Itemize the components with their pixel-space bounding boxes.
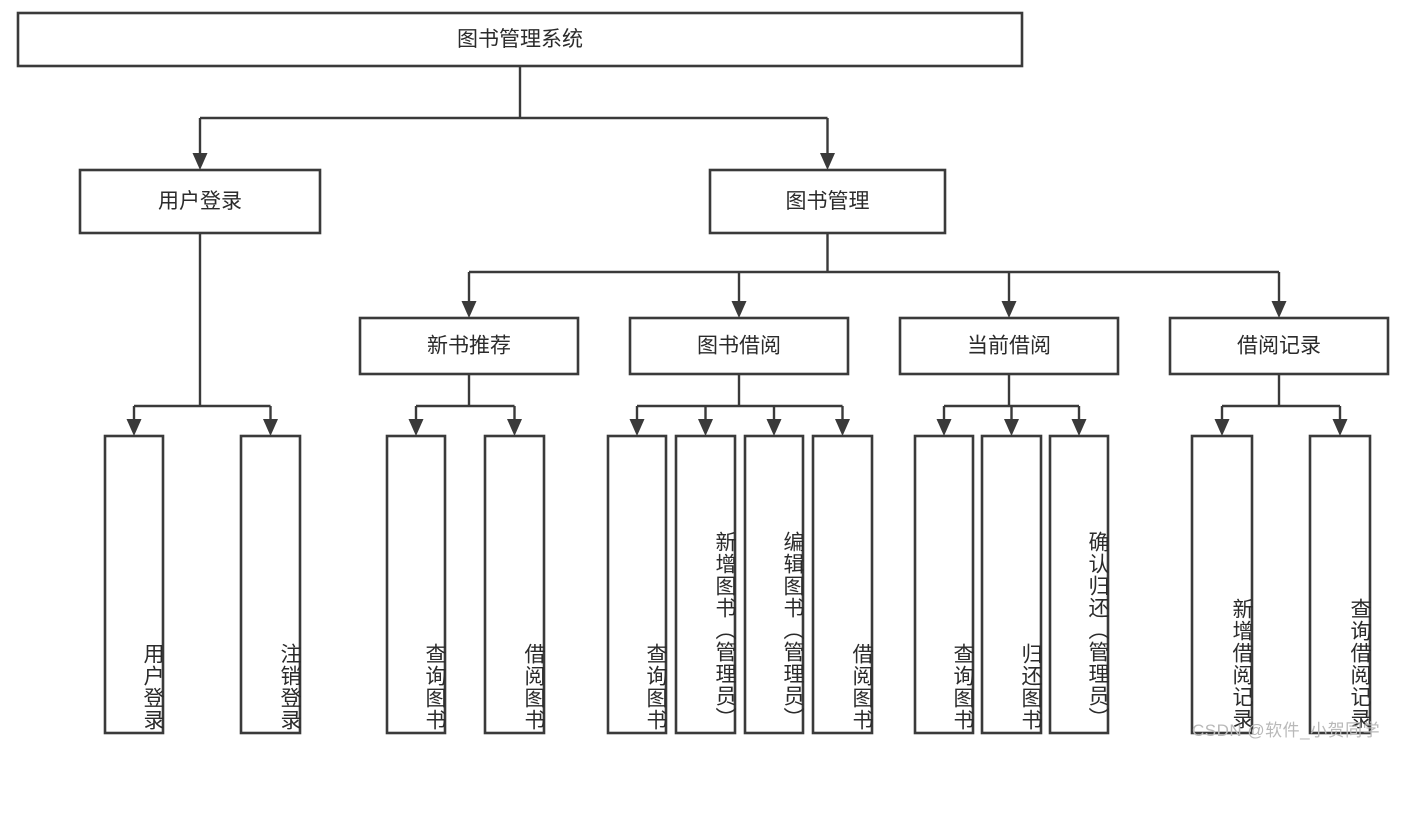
node-borrow-record[interactable] [1168, 316, 1390, 376]
node-leaf-return-book[interactable] [980, 434, 1043, 735]
org-chart-diagram: 图书管理系统用户登录图书管理新书推荐图书借阅当前借阅借阅记录 用户登录注销登录查… [16, 11, 1390, 740]
current-borrow-to-leaf-confirm-return-arrowhead [1071, 419, 1087, 436]
node-root-label: 图书管理系统 [457, 28, 583, 51]
book-borrow-to-leaf-add-book-arrowhead [698, 419, 713, 436]
connectors-layer [126, 66, 1348, 436]
node-root-book-management-system[interactable] [16, 11, 1024, 68]
node-new-book-recommend[interactable] [358, 316, 580, 376]
root-to-user-login-arrowhead [192, 153, 208, 170]
node-borrow-record-label: 借阅记录 [1237, 335, 1321, 358]
current-borrow-to-leaf-query-book-3-arrowhead [936, 419, 952, 436]
node-book-borrow-label: 图书借阅 [697, 335, 781, 358]
node-leaf-edit-book[interactable] [743, 434, 805, 735]
node-current-borrow-label: 当前借阅 [967, 335, 1051, 358]
node-leaf-borrow-book-1[interactable] [483, 434, 546, 735]
current-borrow-to-leaf-return-book-arrowhead [1004, 419, 1019, 436]
new-book-recommend-to-leaf-borrow-book-1-arrowhead [507, 419, 522, 436]
boxes-layer [16, 11, 1390, 735]
new-book-recommend-to-leaf-query-book-1-arrowhead [408, 419, 424, 436]
user-login-to-leaf-user-login-arrowhead [126, 419, 142, 436]
node-leaf-add-record[interactable] [1190, 434, 1254, 735]
node-leaf-add-book[interactable] [674, 434, 737, 735]
node-book-manage[interactable] [708, 168, 947, 235]
node-leaf-confirm-return[interactable] [1048, 434, 1110, 735]
node-book-manage-label: 图书管理 [786, 190, 870, 213]
borrow-record-to-leaf-query-record-arrowhead [1332, 419, 1348, 436]
node-user-login-label: 用户登录 [158, 190, 242, 213]
book-manage-to-borrow-record-arrowhead [1271, 301, 1287, 318]
node-leaf-user-login[interactable] [103, 434, 165, 735]
user-login-to-leaf-logout-arrowhead [263, 419, 278, 436]
node-leaf-logout[interactable] [239, 434, 302, 735]
book-manage-to-book-borrow-arrowhead [731, 301, 747, 318]
borrow-record-to-leaf-add-record-arrowhead [1214, 419, 1230, 436]
node-leaf-query-book-3[interactable] [913, 434, 975, 735]
node-leaf-query-book-1[interactable] [385, 434, 447, 735]
book-manage-to-current-borrow-arrowhead [1001, 301, 1017, 318]
book-borrow-to-leaf-edit-book-arrowhead [766, 419, 782, 436]
csdn-watermark: CSDN @软件_小贺同学 [1192, 721, 1381, 740]
book-borrow-to-leaf-borrow-book-2-arrowhead [835, 419, 850, 436]
node-user-login[interactable] [78, 168, 322, 235]
node-book-borrow[interactable] [628, 316, 850, 376]
node-leaf-query-record[interactable] [1308, 434, 1372, 735]
book-borrow-to-leaf-query-book-2-arrowhead [629, 419, 645, 436]
node-leaf-query-book-2[interactable] [606, 434, 668, 735]
node-current-borrow[interactable] [898, 316, 1120, 376]
root-to-book-manage-arrowhead [820, 153, 835, 170]
node-new-book-recommend-label: 新书推荐 [427, 335, 511, 358]
node-leaf-borrow-book-2[interactable] [811, 434, 874, 735]
book-manage-to-new-book-recommend-arrowhead [461, 301, 477, 318]
